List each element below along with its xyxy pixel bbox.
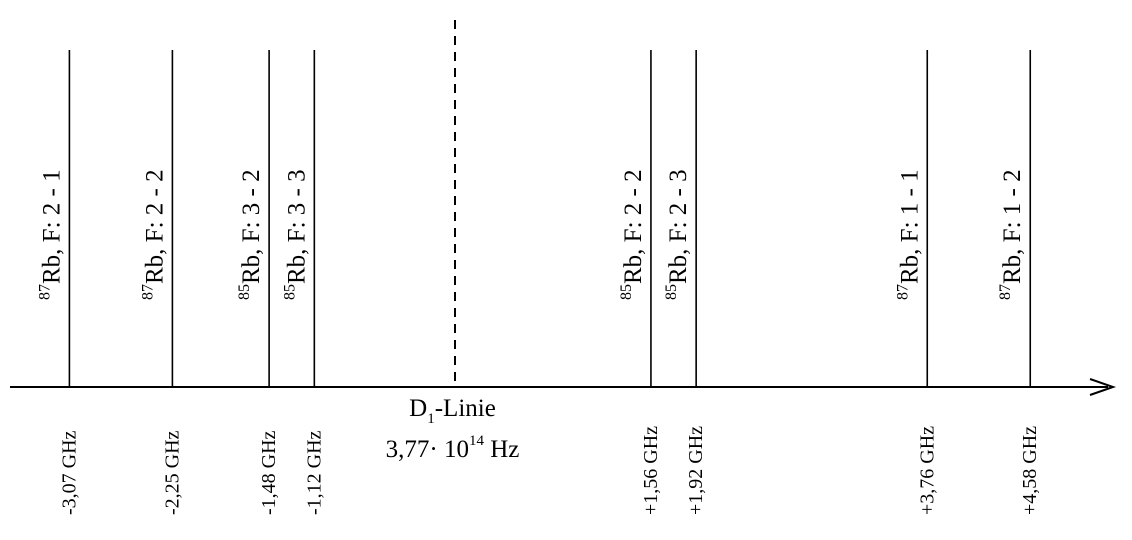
d1-freq-unit: Hz: [490, 436, 520, 463]
isotope-mass-number: 87: [997, 284, 1014, 300]
isotope-mass-number: 87: [894, 284, 911, 300]
transition-name: Rb, F: 2 - 2: [141, 169, 168, 284]
frequency-offset-label: -2,25 GHz: [161, 430, 183, 515]
d1-freq-exponent: 14: [468, 433, 484, 449]
transition-name: Rb, F: 2 - 1: [38, 169, 65, 284]
d1-line-name: D1-Linie: [345, 395, 560, 427]
transition-label: 87Rb, F: 2 - 1: [36, 169, 65, 300]
isotope-mass-number: 87: [139, 284, 156, 300]
d1-frequency: 3,77· 1014 Hz: [345, 434, 560, 463]
frequency-offset-label: +3,76 GHz: [916, 426, 938, 515]
transition-label: 87Rb, F: 2 - 2: [139, 169, 168, 300]
transition-name: Rb, F: 3 - 2: [238, 169, 265, 284]
frequency-offset-label: -3,07 GHz: [58, 430, 80, 515]
d1-subscript: 1: [427, 411, 435, 427]
transition-label: 85Rb, F: 3 - 3: [281, 169, 310, 300]
frequency-offset-label: +1,56 GHz: [640, 426, 662, 515]
transition-name: Rb, F: 1 - 1: [896, 169, 923, 284]
d1-freq-mantissa: 3,77· 10: [385, 436, 469, 463]
d1-suffix: -Linie: [434, 395, 496, 422]
transition-label: 87Rb, F: 1 - 1: [894, 169, 923, 300]
transition-name: Rb, F: 1 - 2: [999, 169, 1026, 284]
frequency-offset-label: -1,12 GHz: [303, 430, 325, 515]
isotope-mass-number: 85: [281, 284, 298, 300]
isotope-mass-number: 85: [618, 284, 635, 300]
transition-name: Rb, F: 3 - 3: [283, 169, 310, 284]
frequency-offset-label: -1,48 GHz: [258, 430, 280, 515]
transition-label: 85Rb, F: 2 - 3: [663, 169, 692, 300]
transition-name: Rb, F: 2 - 2: [620, 169, 647, 284]
frequency-offset-label: +1,92 GHz: [685, 426, 707, 515]
isotope-mass-number: 87: [36, 284, 53, 300]
isotope-mass-number: 85: [663, 284, 680, 300]
transition-label: 85Rb, F: 3 - 2: [236, 169, 265, 300]
d1-line-label: D1-Linie 3,77· 1014 Hz: [345, 396, 560, 462]
d1-symbol: D: [409, 395, 428, 422]
isotope-mass-number: 85: [236, 284, 253, 300]
transition-label: 87Rb, F: 1 - 2: [997, 169, 1026, 300]
frequency-offset-label: +4,58 GHz: [1019, 426, 1041, 515]
axis-arrow-icon: [1089, 378, 1117, 396]
transition-name: Rb, F: 2 - 3: [665, 169, 692, 284]
transition-label: 85Rb, F: 2 - 2: [618, 169, 647, 300]
